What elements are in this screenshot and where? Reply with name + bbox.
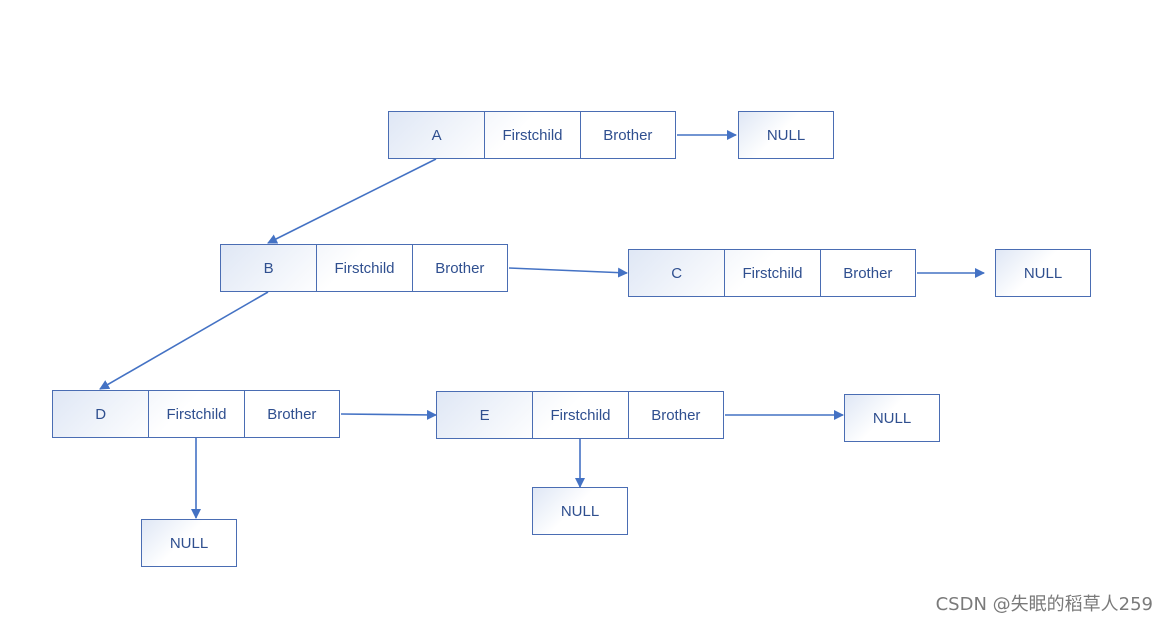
node-d: D Firstchild Brother: [52, 390, 340, 438]
edge-b-brother-to-c: [508, 267, 628, 278]
null-label: NULL: [872, 409, 912, 427]
null-d-firstchild: NULL: [141, 519, 237, 567]
null-label: NULL: [560, 502, 600, 520]
node-c: C Firstchild Brother: [628, 249, 916, 297]
null-label: NULL: [766, 126, 806, 144]
node-d-name: D: [95, 405, 107, 423]
node-d-firstchild: Firstchild: [148, 391, 243, 437]
node-a-firstchild: Firstchild: [484, 112, 579, 158]
node-b-firstchild: Firstchild: [316, 245, 411, 291]
node-b-name: B: [263, 259, 274, 277]
node-a-name: A: [431, 126, 442, 144]
node-a-brother: Brother: [579, 112, 675, 158]
node-a: A Firstchild Brother: [388, 111, 676, 159]
null-e-firstchild: NULL: [532, 487, 628, 535]
node-e-brother: Brother: [627, 392, 723, 438]
null-label: NULL: [169, 534, 209, 552]
node-e-name: E: [479, 406, 490, 424]
node-c-firstchild: Firstchild: [724, 250, 819, 296]
node-d-brother: Brother: [243, 391, 339, 437]
edge-b-firstchild-to-d: [99, 291, 269, 390]
node-c-brother: Brother: [819, 250, 915, 296]
null-e-brother: NULL: [844, 394, 940, 442]
null-c-brother: NULL: [995, 249, 1091, 297]
null-a-brother: NULL: [738, 111, 834, 159]
watermark: CSDN @失眠的稻草人259: [935, 594, 1153, 615]
node-c-name: C: [671, 264, 683, 282]
edge-d-brother-to-e: [340, 409, 437, 420]
node-e-firstchild: Firstchild: [532, 392, 627, 438]
node-b-brother: Brother: [411, 245, 507, 291]
edge-a-firstchild-to-b: [267, 158, 437, 244]
null-label: NULL: [1023, 264, 1063, 282]
node-e: E Firstchild Brother: [436, 391, 724, 439]
node-b: B Firstchild Brother: [220, 244, 508, 292]
